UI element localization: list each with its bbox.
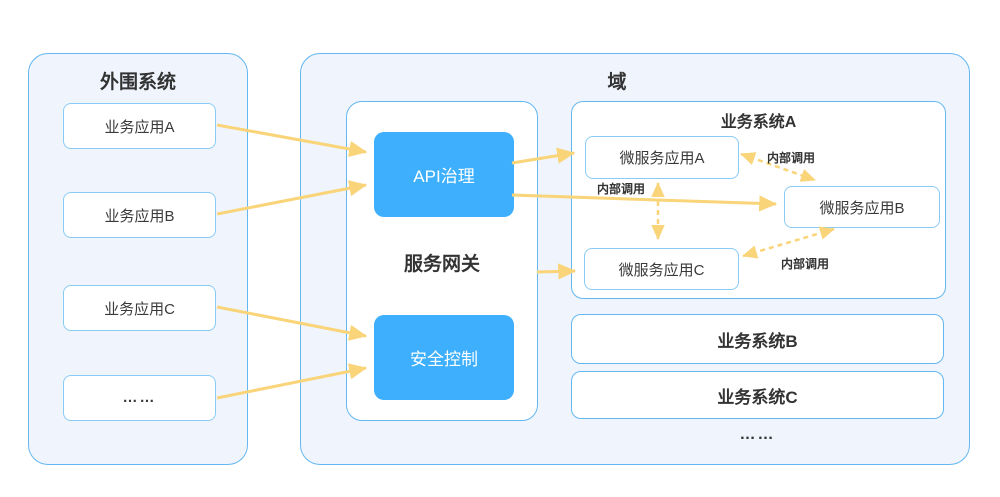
microservice-c-label: 微服务应用C	[618, 261, 705, 279]
business-system-a-box: 业务系统A 微服务应用A 微服务应用B 微服务应用C	[571, 101, 946, 299]
api-governance-label: API治理	[413, 167, 475, 186]
business-system-c-box: 业务系统C	[571, 371, 944, 419]
more-systems-ellipsis: ……	[739, 426, 776, 443]
business-app-a-box: 业务应用A	[63, 103, 216, 149]
internal-call-label-b-c: 内部调用	[781, 257, 830, 271]
domain-panel-title: 域	[607, 72, 627, 93]
security-control-label: 安全控制	[410, 350, 478, 369]
service-gateway-title: 服务网关	[403, 254, 480, 275]
business-system-b-label: 业务系统B	[717, 331, 798, 351]
peripheral-systems-panel: 外围系统 业务应用A 业务应用B 业务应用C ……	[28, 53, 248, 465]
microservice-a-box: 微服务应用A	[585, 136, 739, 179]
business-app-c-box: 业务应用C	[63, 285, 216, 331]
business-app-more-box: ……	[63, 375, 216, 421]
microservice-b-box: 微服务应用B	[784, 186, 940, 228]
internal-call-label-a-c: 内部调用	[597, 182, 646, 196]
service-gateway-box: 服务网关 API治理 安全控制	[346, 101, 538, 421]
business-system-a-title: 业务系统A	[720, 114, 797, 131]
internal-call-label-a-b: 内部调用	[767, 151, 816, 165]
business-system-b-box: 业务系统B	[571, 314, 944, 364]
business-system-c-label: 业务系统C	[717, 387, 798, 407]
microservice-a-label: 微服务应用A	[619, 150, 705, 167]
business-app-b-box: 业务应用B	[63, 192, 216, 238]
domain-panel: 域 服务网关 API治理 安全控制 业务系统A 微服务应用A 微服务应用B 微服…	[300, 53, 970, 465]
peripheral-panel-title: 外围系统	[99, 72, 176, 93]
business-app-c-label: 业务应用C	[104, 300, 175, 318]
security-control-module: 安全控制	[374, 315, 514, 400]
api-governance-module: API治理	[374, 132, 514, 217]
business-app-a-label: 业务应用A	[104, 118, 175, 136]
microservice-b-label: 微服务应用B	[819, 199, 905, 217]
microservice-c-box: 微服务应用C	[584, 248, 739, 290]
business-app-more-label: ……	[122, 389, 157, 406]
business-app-b-label: 业务应用B	[104, 207, 175, 225]
